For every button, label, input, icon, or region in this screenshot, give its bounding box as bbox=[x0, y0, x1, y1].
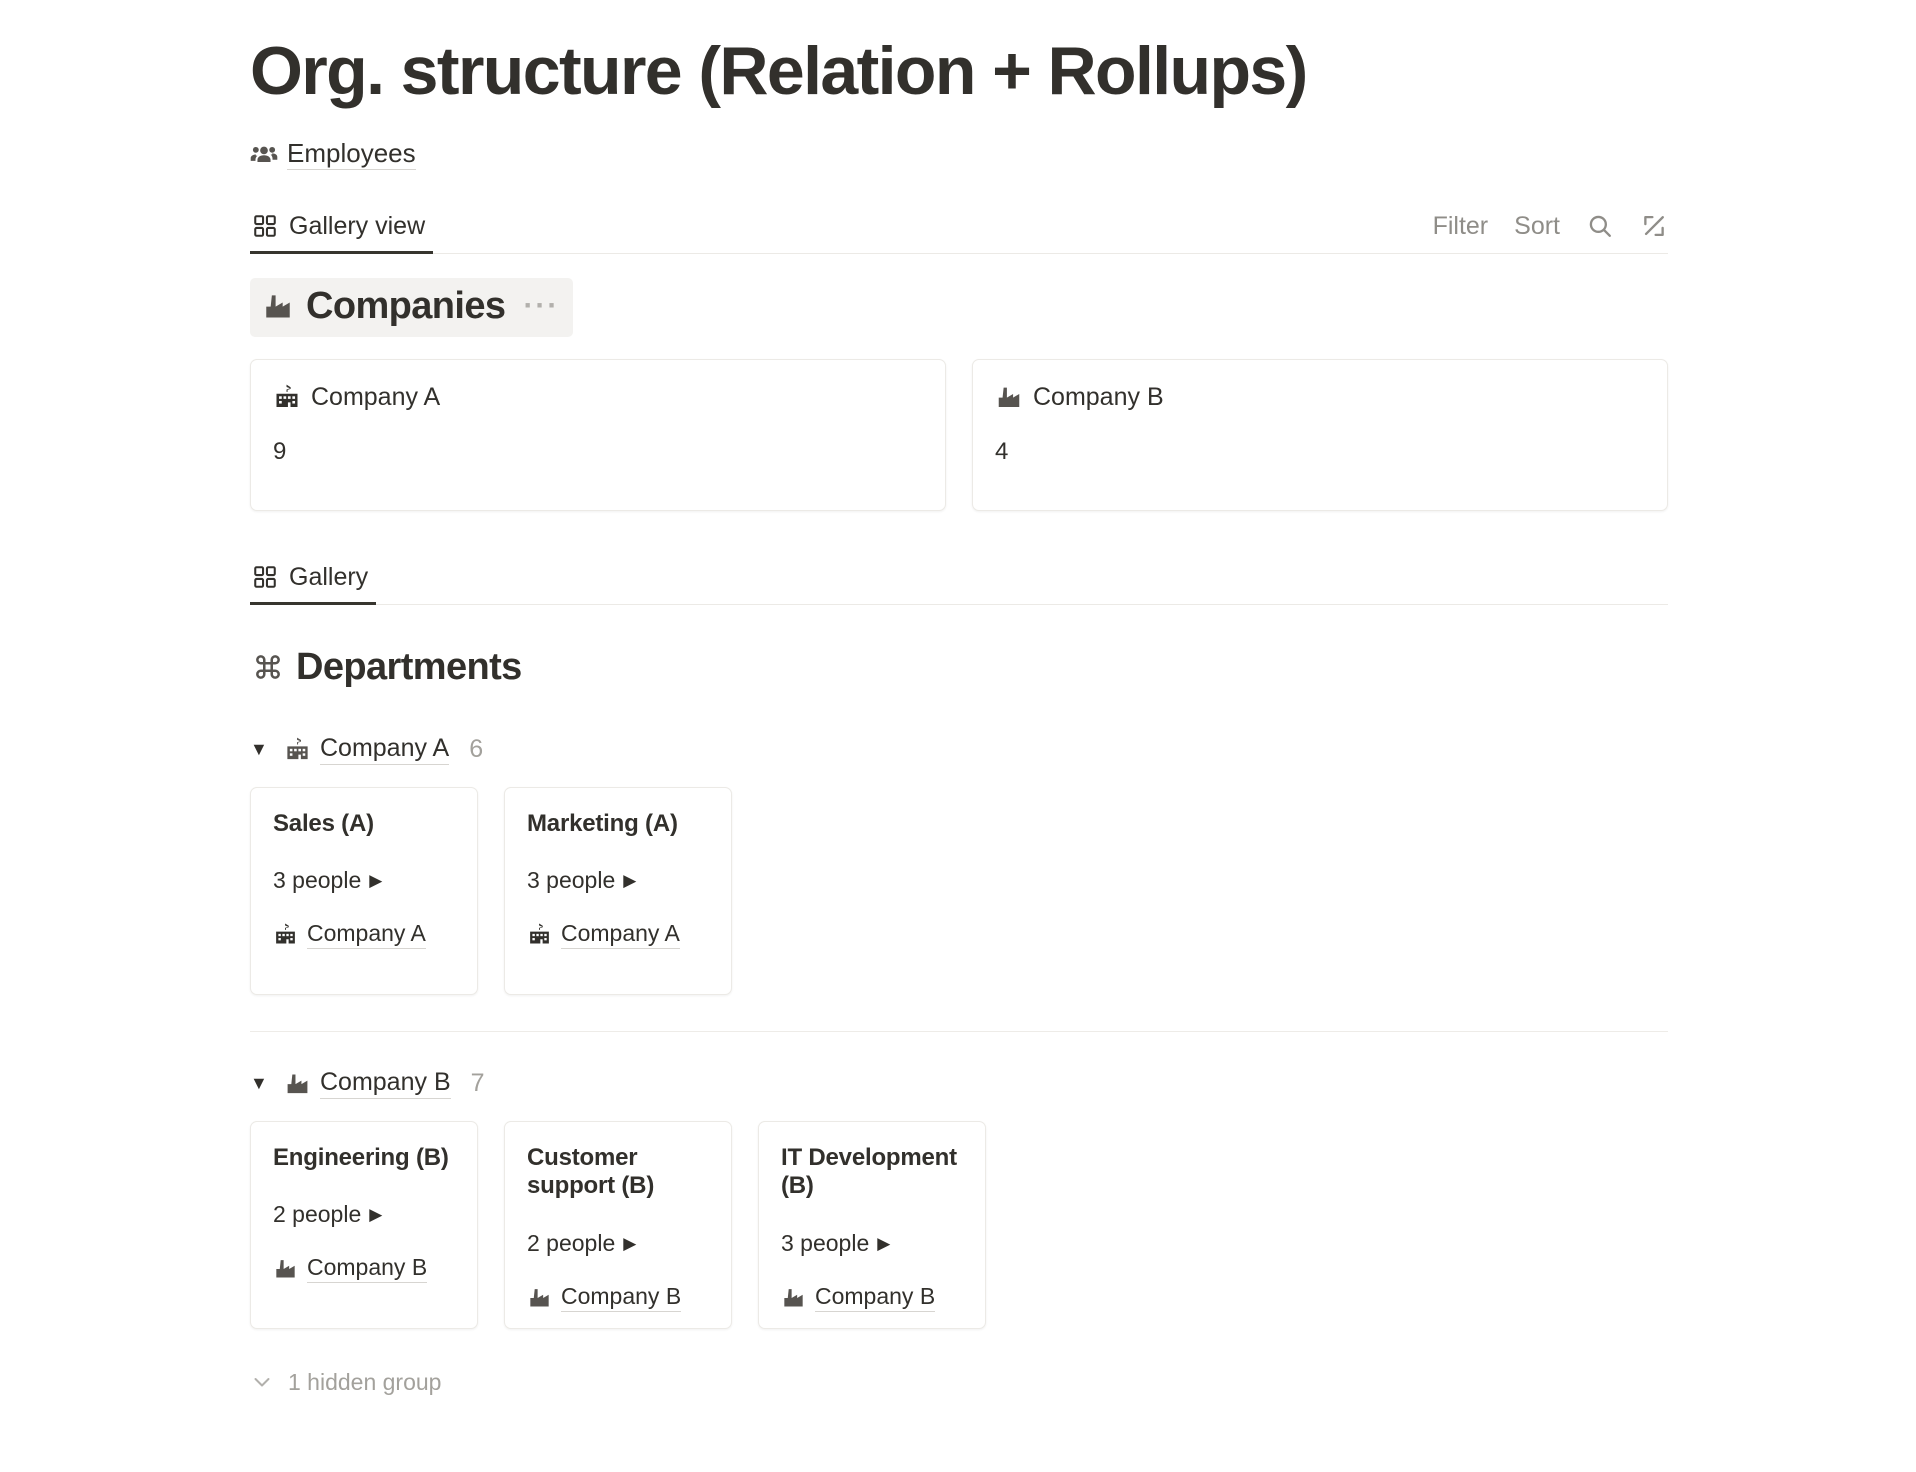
department-title: Customer support (B) bbox=[527, 1143, 655, 1200]
page-content: Org. structure (Relation + Rollups) Empl… bbox=[250, 0, 1668, 1399]
department-relation-label: Company B bbox=[307, 1254, 428, 1284]
search-icon[interactable] bbox=[1586, 212, 1614, 240]
card-title: Company B bbox=[1033, 382, 1164, 411]
command-icon bbox=[252, 651, 284, 683]
rollup-expand-arrow-icon[interactable]: ▶ bbox=[877, 1234, 891, 1254]
card-title-row: Company B bbox=[995, 382, 1645, 412]
rollup-count-label: 3 people bbox=[273, 867, 362, 894]
department-relation-label: Company A bbox=[561, 920, 680, 950]
school-building-icon bbox=[527, 922, 552, 947]
rollup-count-label: 3 people bbox=[781, 1230, 870, 1257]
group-collapse-toggle[interactable]: ▼ bbox=[250, 739, 268, 760]
department-title: IT Development (B) bbox=[781, 1143, 957, 1200]
department-card[interactable]: Sales (A) 3 people ▶ bbox=[250, 786, 478, 995]
rollup-expand-arrow-icon[interactable]: ▶ bbox=[623, 871, 637, 891]
factory-icon bbox=[262, 290, 294, 322]
factory-icon bbox=[273, 1256, 298, 1281]
department-card[interactable]: IT Development (B) 3 people ▶ Company B bbox=[758, 1120, 986, 1329]
rollup-count-label: 2 people bbox=[273, 1201, 362, 1228]
section-heading-departments-label: Departments bbox=[296, 645, 522, 688]
rollup-count-label: 2 people bbox=[527, 1230, 616, 1257]
people-group-icon bbox=[250, 141, 278, 169]
school-building-icon bbox=[273, 383, 301, 411]
school-building-icon bbox=[273, 922, 298, 947]
chevron-down-icon bbox=[250, 1370, 274, 1394]
department-relation-label: Company B bbox=[815, 1283, 936, 1313]
group-name-label: Company A bbox=[320, 734, 450, 765]
factory-icon bbox=[995, 383, 1023, 411]
tab-gallery[interactable]: Gallery bbox=[250, 562, 377, 606]
gallery-tabs: Gallery bbox=[250, 551, 377, 606]
card-title-row: Company A bbox=[273, 382, 923, 412]
department-rollup: 3 people ▶ bbox=[781, 1230, 963, 1257]
department-relation-link[interactable]: Company B bbox=[527, 1283, 682, 1313]
group-divider bbox=[250, 1030, 1668, 1032]
section-menu-button[interactable]: ··· bbox=[523, 289, 560, 323]
department-card[interactable]: Marketing (A) 3 people ▶ bbox=[504, 786, 732, 995]
card-title: Company A bbox=[311, 382, 441, 411]
sort-button[interactable]: Sort bbox=[1514, 211, 1560, 240]
company-card[interactable]: Company A 9 bbox=[250, 358, 946, 511]
hidden-group-toggle[interactable]: 1 hidden group bbox=[250, 1369, 441, 1396]
department-title: Marketing (A) bbox=[527, 809, 678, 837]
department-rollup: 2 people ▶ bbox=[273, 1201, 455, 1228]
gallery-grid-icon bbox=[252, 564, 278, 590]
section-heading-companies-label: Companies bbox=[306, 284, 506, 327]
group-name-link[interactable]: Company A bbox=[284, 734, 450, 765]
factory-icon bbox=[284, 1070, 311, 1097]
section-heading-departments: Departments bbox=[250, 639, 536, 698]
department-relation-link[interactable]: Company B bbox=[273, 1254, 428, 1284]
source-database-label: Employees bbox=[287, 139, 416, 171]
department-card[interactable]: Customer support (B) 2 people ▶ Company … bbox=[504, 1120, 732, 1329]
departments-grid-company-b: Engineering (B) 2 people ▶ Company B Cus… bbox=[250, 1120, 1668, 1329]
group-count: 6 bbox=[469, 734, 484, 763]
tab-gallery-view[interactable]: Gallery view bbox=[250, 211, 434, 255]
department-relation-link[interactable]: Company A bbox=[527, 920, 680, 950]
department-relation-link[interactable]: Company A bbox=[273, 920, 426, 950]
page-title: Org. structure (Relation + Rollups) bbox=[250, 33, 1308, 109]
expand-diagonal-icon[interactable] bbox=[1640, 212, 1668, 240]
hidden-group-label: 1 hidden group bbox=[288, 1368, 442, 1395]
rollup-expand-arrow-icon[interactable]: ▶ bbox=[369, 871, 383, 891]
group-count: 7 bbox=[470, 1068, 485, 1097]
group-collapse-toggle[interactable]: ▼ bbox=[250, 1073, 268, 1094]
view-tabs: Gallery view bbox=[250, 200, 434, 255]
department-rollup: 2 people ▶ bbox=[527, 1230, 709, 1257]
department-relation-label: Company A bbox=[307, 920, 426, 950]
factory-icon bbox=[527, 1285, 552, 1310]
rollup-expand-arrow-icon[interactable]: ▶ bbox=[623, 1234, 637, 1254]
group-header-company-a[interactable]: ▼ Company A 6 bbox=[250, 734, 1668, 765]
department-title: Engineering (B) bbox=[273, 1143, 449, 1171]
view-tools: Filter Sort bbox=[1433, 212, 1668, 253]
companies-card-grid: Company A 9 Company B 4 bbox=[250, 358, 1668, 511]
rollup-count-label: 3 people bbox=[527, 867, 616, 894]
filter-button[interactable]: Filter bbox=[1432, 211, 1489, 240]
department-title: Sales (A) bbox=[273, 809, 374, 837]
tab-gallery-label: Gallery bbox=[289, 562, 369, 591]
department-rollup: 3 people ▶ bbox=[527, 867, 709, 894]
department-relation-link[interactable]: Company B bbox=[781, 1283, 936, 1313]
department-rollup: 3 people ▶ bbox=[273, 867, 455, 894]
department-card[interactable]: Engineering (B) 2 people ▶ Company B bbox=[250, 1120, 478, 1329]
view-toolbar: Gallery view Filter Sort bbox=[250, 200, 1668, 255]
rollup-expand-arrow-icon[interactable]: ▶ bbox=[369, 1205, 383, 1225]
gallery-view-toolbar: Gallery bbox=[250, 551, 1668, 606]
group-name-label: Company B bbox=[320, 1068, 451, 1099]
group-header-company-b[interactable]: ▼ Company B 7 bbox=[250, 1068, 1668, 1099]
departments-grid-company-a: Sales (A) 3 people ▶ bbox=[250, 786, 1668, 995]
card-rollup-value: 4 bbox=[995, 437, 1009, 465]
company-card[interactable]: Company B 4 bbox=[972, 358, 1668, 511]
card-rollup-value: 9 bbox=[273, 437, 287, 465]
department-relation-label: Company B bbox=[561, 1283, 682, 1313]
section-heading-companies: Companies ··· bbox=[250, 277, 574, 337]
tab-gallery-view-label: Gallery view bbox=[289, 211, 426, 240]
school-building-icon bbox=[284, 736, 311, 763]
group-name-link[interactable]: Company B bbox=[284, 1068, 451, 1099]
factory-icon bbox=[781, 1285, 806, 1310]
source-database-link-employees[interactable]: Employees bbox=[250, 139, 416, 171]
gallery-grid-icon bbox=[252, 213, 278, 239]
